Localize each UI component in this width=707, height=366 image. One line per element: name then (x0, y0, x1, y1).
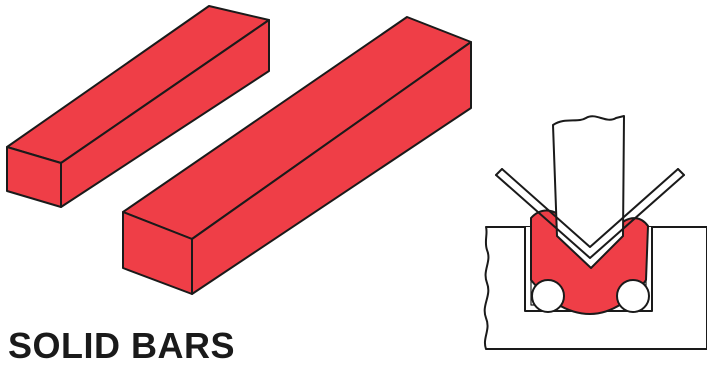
large-bar-side-face (191, 41, 472, 295)
v-sheet-inner (501, 168, 679, 248)
left-roller-icon (531, 279, 565, 313)
bending-die-diagram (483, 115, 707, 350)
caption: SOLID BARS (8, 325, 236, 366)
v-sheet-left-end (495, 168, 503, 176)
small-solid-bar (6, 5, 270, 208)
v-sheet-right-end (677, 168, 685, 176)
v-sheet-outer (495, 174, 685, 259)
right-roller-icon (616, 279, 650, 313)
large-solid-bar (122, 16, 472, 295)
small-bar-side-face (60, 19, 270, 208)
solid-bars-illustration (6, 5, 707, 350)
